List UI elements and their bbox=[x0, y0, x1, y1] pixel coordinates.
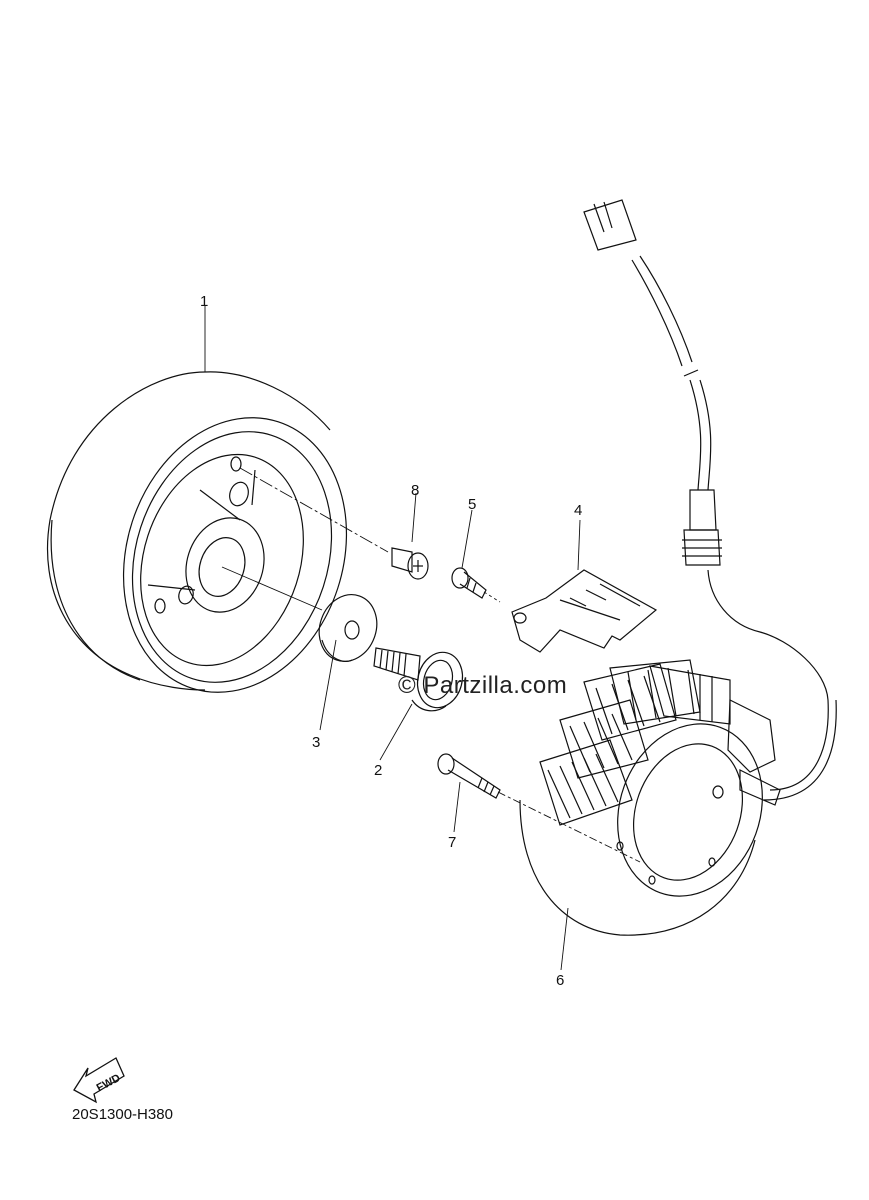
stator-coil-assembly bbox=[519, 659, 781, 936]
diagram-code: 20S1300-H380 bbox=[72, 1106, 173, 1123]
callout-2: 2 bbox=[374, 762, 383, 779]
fwd-label: FWD bbox=[95, 1072, 123, 1094]
washer bbox=[318, 594, 378, 662]
watermark: © Partzilla.com bbox=[398, 672, 568, 699]
lead-clamp-bracket bbox=[511, 569, 658, 653]
stator-coil-windings bbox=[539, 659, 731, 826]
callout-6: 6 bbox=[556, 972, 565, 989]
small-screw-8 bbox=[391, 547, 429, 580]
flywheel-bolt bbox=[373, 647, 464, 712]
callout-4: 4 bbox=[574, 502, 583, 519]
screw-5 bbox=[451, 567, 487, 599]
stator-bolt bbox=[437, 753, 501, 799]
callout-7: 7 bbox=[448, 834, 457, 851]
callout-5: 5 bbox=[468, 496, 477, 513]
wire-harness bbox=[583, 199, 837, 801]
callout-3: 3 bbox=[312, 734, 321, 751]
leader-lines bbox=[204, 305, 641, 971]
flywheel-rotor bbox=[46, 371, 348, 693]
callout-1: 1 bbox=[200, 293, 209, 310]
fwd-arrow-icon: FWD bbox=[73, 1057, 125, 1104]
callout-8: 8 bbox=[411, 482, 420, 499]
